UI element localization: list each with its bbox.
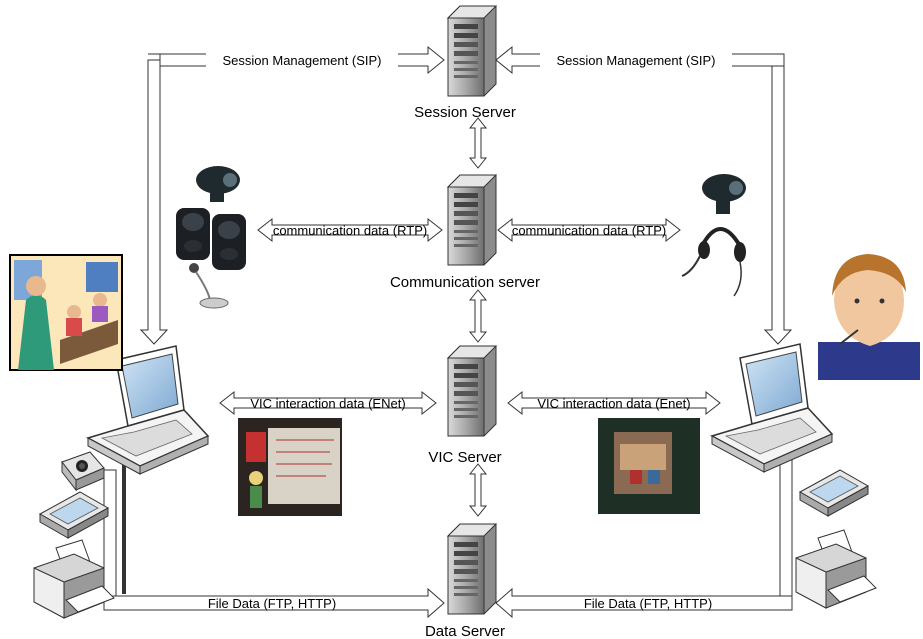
camera-icon xyxy=(61,451,105,492)
session-server-label: Session Server xyxy=(414,104,516,121)
microphone-icon xyxy=(189,263,229,309)
communication-server-label: Communication server xyxy=(390,274,540,291)
session-left-down-arrow xyxy=(139,59,169,345)
server-tower-icon xyxy=(447,174,497,266)
communication-server: Communication server xyxy=(390,174,540,291)
file-right-line xyxy=(779,459,793,597)
session-right-down-arrow xyxy=(763,59,793,345)
comm-left-label: communication data (RTP) xyxy=(273,223,427,238)
server-tower-icon xyxy=(447,5,497,97)
data-server: Data Server xyxy=(425,523,505,639)
server-tower-icon xyxy=(447,345,497,437)
webcam-icon xyxy=(196,166,240,202)
comm-right-arrow xyxy=(497,217,681,243)
file-left-arrow xyxy=(103,587,445,619)
headset-icon xyxy=(681,227,746,297)
vic-server: VIC Server xyxy=(428,345,502,466)
vic-left-label: VIC interaction data (ENet) xyxy=(250,396,405,411)
connector-lines xyxy=(103,59,793,597)
vic-right-label: VIC interaction data (Enet) xyxy=(537,396,690,411)
comm-vic-arrow xyxy=(468,289,488,343)
server-tower-icon xyxy=(447,523,497,615)
session-left-label: Session Management (SIP) xyxy=(223,53,382,68)
printer-icon xyxy=(795,529,877,609)
vic-screenshot-left xyxy=(238,418,342,516)
file-left-label: File Data (FTP, HTTP) xyxy=(208,596,336,611)
file-right-arrow xyxy=(495,587,793,619)
scanner-icon xyxy=(799,469,869,517)
session-server: Session Server xyxy=(414,5,516,121)
classroom-clipart-icon xyxy=(9,254,123,371)
sick-child-clipart-icon xyxy=(818,254,920,380)
comm-left-arrow xyxy=(257,217,443,243)
vic-server-label: VIC Server xyxy=(428,449,501,466)
vic-right-arrow xyxy=(507,390,721,416)
webcam-icon xyxy=(702,174,746,214)
session-comm-arrow xyxy=(468,117,488,169)
vic-data-arrow xyxy=(468,463,488,517)
comm-right-label: communication data (RTP) xyxy=(512,223,666,238)
printer-icon xyxy=(33,539,115,619)
vic-screenshot-right xyxy=(598,418,700,514)
file-left-line xyxy=(103,469,117,597)
laptop-icon xyxy=(711,343,833,473)
vic-left-arrow xyxy=(219,390,437,416)
file-right-label: File Data (FTP, HTTP) xyxy=(584,596,712,611)
speakers-icon xyxy=(176,208,246,270)
scanner-icon xyxy=(39,491,109,539)
data-server-label: Data Server xyxy=(425,623,505,639)
session-right-label: Session Management (SIP) xyxy=(557,53,716,68)
